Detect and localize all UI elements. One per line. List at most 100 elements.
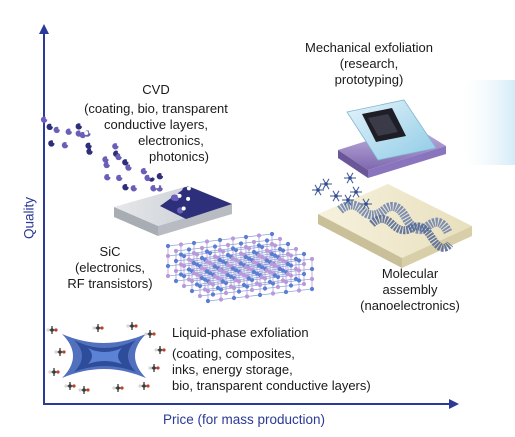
solvent-atom	[156, 366, 160, 370]
lattice-atom	[204, 259, 210, 264]
lattice-atom	[251, 249, 257, 255]
lattice-atom	[238, 241, 244, 246]
lattice-bond	[193, 241, 208, 244]
liquid-phase-detail-2: inks, energy storage,	[172, 362, 293, 377]
lattice-atom	[277, 256, 283, 262]
precursor-atom	[120, 173, 125, 178]
lattice-atom	[165, 273, 171, 279]
lattice-atom	[254, 281, 260, 286]
lattice-bond	[272, 291, 287, 294]
precursor-atom	[126, 158, 131, 163]
solvent-atom	[56, 370, 60, 374]
molecule-core	[324, 182, 328, 186]
precursor-atom	[129, 163, 134, 168]
lattice-atom	[165, 243, 171, 249]
lattice-bond	[232, 266, 247, 269]
lattice-bond	[253, 260, 268, 263]
lattice-bond	[245, 265, 260, 268]
lattice-atom	[275, 284, 281, 290]
molecular-assembly-title: Molecular	[381, 266, 439, 281]
solvent-atom	[72, 384, 76, 388]
lattice-atom	[256, 253, 262, 258]
lattice-atom	[251, 269, 257, 275]
precursor-atom	[153, 174, 158, 179]
lattice-atom	[217, 267, 223, 273]
lattice-bond	[219, 258, 234, 261]
lattice-atom	[246, 276, 252, 281]
lattice-atom	[178, 272, 184, 277]
lattice-bond	[256, 281, 271, 284]
lattice-atom	[217, 257, 223, 263]
lattice-bond	[240, 271, 255, 274]
lattice-bond	[227, 243, 242, 246]
precursor-atom	[45, 115, 50, 120]
lattice-atom	[225, 252, 231, 258]
lattice-bond	[214, 254, 229, 257]
lattice-bond	[167, 264, 182, 267]
lattice-atom	[288, 283, 294, 288]
lattice-bond	[180, 252, 195, 255]
lattice-atom	[269, 261, 275, 267]
solvent-atom	[58, 350, 62, 354]
lattice-atom	[293, 276, 299, 282]
lattice-atom	[277, 246, 283, 252]
lattice-bond	[219, 238, 234, 241]
lattice-atom	[251, 259, 257, 265]
lattice-bond	[274, 243, 289, 246]
molecular-assembly-detail-2: (nanoelectronics)	[360, 298, 460, 313]
solvent-atom	[120, 386, 124, 390]
lattice-bond	[248, 276, 263, 279]
solvent-atom	[138, 384, 142, 388]
precursor-atom	[51, 122, 56, 127]
lattice-atom	[230, 246, 236, 251]
lattice-bond	[201, 246, 216, 249]
molecule-core	[354, 190, 358, 194]
precursor-atom	[70, 127, 75, 132]
mechanical-exfoliation-detail-1: (research,	[339, 56, 399, 71]
lattice-bond	[253, 270, 268, 273]
lattice-atom	[293, 256, 299, 262]
lattice-atom	[249, 287, 255, 293]
lattice-bond	[238, 289, 253, 292]
lattice-atom	[251, 239, 257, 245]
solvent-atom	[158, 348, 162, 352]
liquid-phase-detail-1: (coating, composites,	[172, 346, 295, 361]
lattice-bond	[235, 278, 250, 281]
precursor-atom	[161, 172, 166, 177]
lattice-bond	[227, 253, 242, 256]
lattice-bond	[227, 273, 242, 276]
lattice-atom	[197, 293, 203, 299]
lattice-atom	[238, 251, 244, 256]
lattice-atom	[285, 271, 291, 277]
cvd-detail-1: (coating, bio, transparent	[84, 101, 228, 116]
solvent-atom	[82, 388, 86, 392]
lattice-atom	[241, 282, 247, 288]
precursor-atom	[127, 183, 132, 188]
solvent-atom	[144, 332, 148, 336]
lattice-atom	[186, 247, 192, 252]
lattice-atom	[309, 276, 315, 282]
molecular-assembly-detail-1: assembly	[382, 282, 438, 297]
solvent-atom	[134, 324, 138, 328]
lattice-bond	[245, 245, 260, 248]
liquid-phase-title: Liquid-phase exfoliation	[172, 325, 309, 340]
lattice-atom	[212, 244, 218, 249]
lattice-atom	[230, 256, 236, 261]
sic-illustration	[165, 231, 315, 304]
precursor-atom	[58, 125, 63, 130]
precursor-atom	[116, 142, 121, 147]
lattice-bond	[290, 283, 305, 286]
lattice-bond	[245, 255, 260, 258]
lattice-bond	[206, 269, 221, 272]
cvd-title: CVD	[142, 82, 170, 97]
precursor-atom	[91, 147, 96, 152]
lattice-atom	[199, 265, 205, 271]
solvent-atom	[148, 332, 152, 336]
lattice-bond	[188, 247, 203, 250]
lattice-atom	[269, 241, 275, 247]
precursor-atom	[177, 193, 182, 198]
lattice-atom	[230, 266, 236, 271]
lattice-bond	[217, 286, 232, 289]
liquid-molecules	[46, 322, 166, 394]
